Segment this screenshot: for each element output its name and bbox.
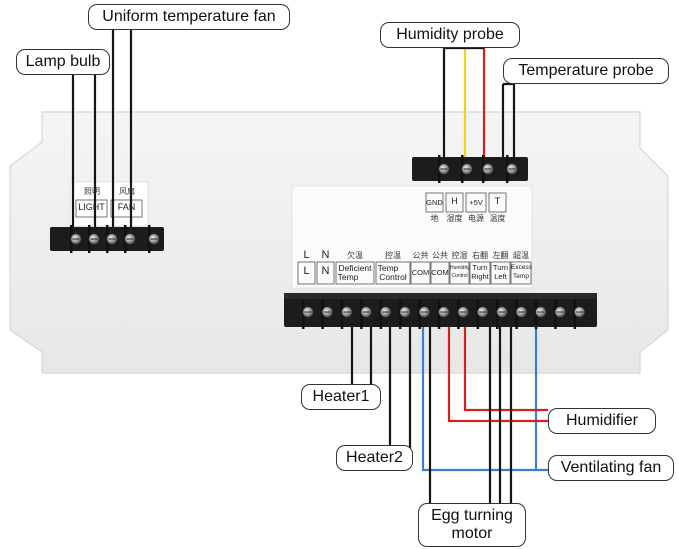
- l-label: L: [303, 265, 310, 277]
- control-label-2: Control: [379, 272, 407, 282]
- light-label-box: [75, 199, 108, 218]
- right-label-1: Turn: [472, 263, 488, 272]
- gnd-label: GND: [426, 198, 443, 207]
- main-terminal-rail: [284, 293, 597, 299]
- excess-label-2: Temp: [513, 273, 529, 280]
- humidifier-wire-b: [463, 320, 548, 412]
- temperature-probe-callout: Temperature probe: [503, 58, 669, 84]
- right-label-2: Right: [471, 272, 489, 281]
- v5-box: [465, 192, 487, 213]
- egg-turning-line1: Egg turning: [431, 507, 513, 524]
- com2-label: COM: [431, 268, 449, 277]
- light-label: LIGHT: [78, 202, 105, 212]
- humid-label-1: Humidity: [450, 265, 470, 271]
- right-cn-label: 右翻: [472, 251, 488, 260]
- egg-turning-line2: motor: [451, 525, 493, 542]
- deficient-label-1: Deficient: [338, 263, 372, 273]
- left-label-2: Left: [494, 272, 507, 281]
- n-label: N: [321, 265, 330, 277]
- main-label-sheet: [291, 185, 533, 289]
- left-label-1: Turn: [492, 263, 509, 272]
- humidifier-wire-a: [447, 320, 548, 423]
- humidity-probe-callout: Humidity probe: [380, 22, 520, 48]
- excess-cn-label: 超温: [513, 251, 529, 260]
- egg-turning-motor-callout: Egg turning motor: [418, 503, 526, 547]
- com1-cn-label: 公共: [412, 251, 429, 260]
- temperature-wire-2: [503, 82, 516, 162]
- light-cn-label: 照明: [84, 187, 100, 196]
- deficient-label-2: Temp: [337, 272, 359, 282]
- main-terminal: [284, 295, 597, 329]
- left-label-sheet: [69, 181, 149, 227]
- probe-terminal: [412, 155, 528, 183]
- heater1-callout: Heater1: [301, 384, 381, 410]
- h-cn-label: 湿度: [446, 214, 463, 223]
- gnd-cn-label: 地: [430, 214, 439, 223]
- ventilating-fan-callout: Ventilating fan: [548, 455, 674, 481]
- terminal-blocks: [50, 155, 597, 329]
- gnd-box: [425, 192, 444, 213]
- t-box: [488, 192, 507, 213]
- fan-label-box: [110, 199, 143, 218]
- t-label: T: [494, 196, 501, 206]
- left-terminal: [50, 225, 164, 253]
- n-top-label: N: [321, 249, 330, 261]
- com1-label: COM: [411, 268, 430, 277]
- left-cn-label: 左翻: [492, 251, 509, 260]
- humid-cn-label: 控湿: [451, 251, 468, 260]
- com2-cn-label: 公共: [432, 251, 448, 260]
- excess-label-1: Excess: [511, 264, 532, 271]
- v5-label: +5V: [469, 198, 483, 207]
- control-cn-label: 控温: [385, 251, 401, 260]
- humid-label-2: Control: [451, 273, 468, 279]
- humidifier-callout: Humidifier: [548, 408, 656, 434]
- h-box: [445, 192, 464, 213]
- control-label-1: Temp: [377, 263, 399, 273]
- main-label-boxes: [297, 261, 532, 285]
- uniform-temperature-fan-callout: Uniform temperature fan: [88, 4, 290, 30]
- h-label: H: [451, 196, 458, 206]
- ventilating-wire-a: [421, 320, 548, 472]
- lamp-bulb-callout: Lamp bulb: [16, 49, 110, 75]
- t-cn-label: 温度: [489, 214, 506, 223]
- fan-label: FAN: [117, 202, 136, 212]
- heater2-callout: Heater2: [336, 445, 413, 471]
- deficient-cn-label: 欠温: [347, 251, 363, 260]
- l-top-label: L: [303, 249, 310, 261]
- v5-cn-label: 电源: [468, 214, 484, 223]
- fan-cn-label: 风扇: [119, 187, 135, 196]
